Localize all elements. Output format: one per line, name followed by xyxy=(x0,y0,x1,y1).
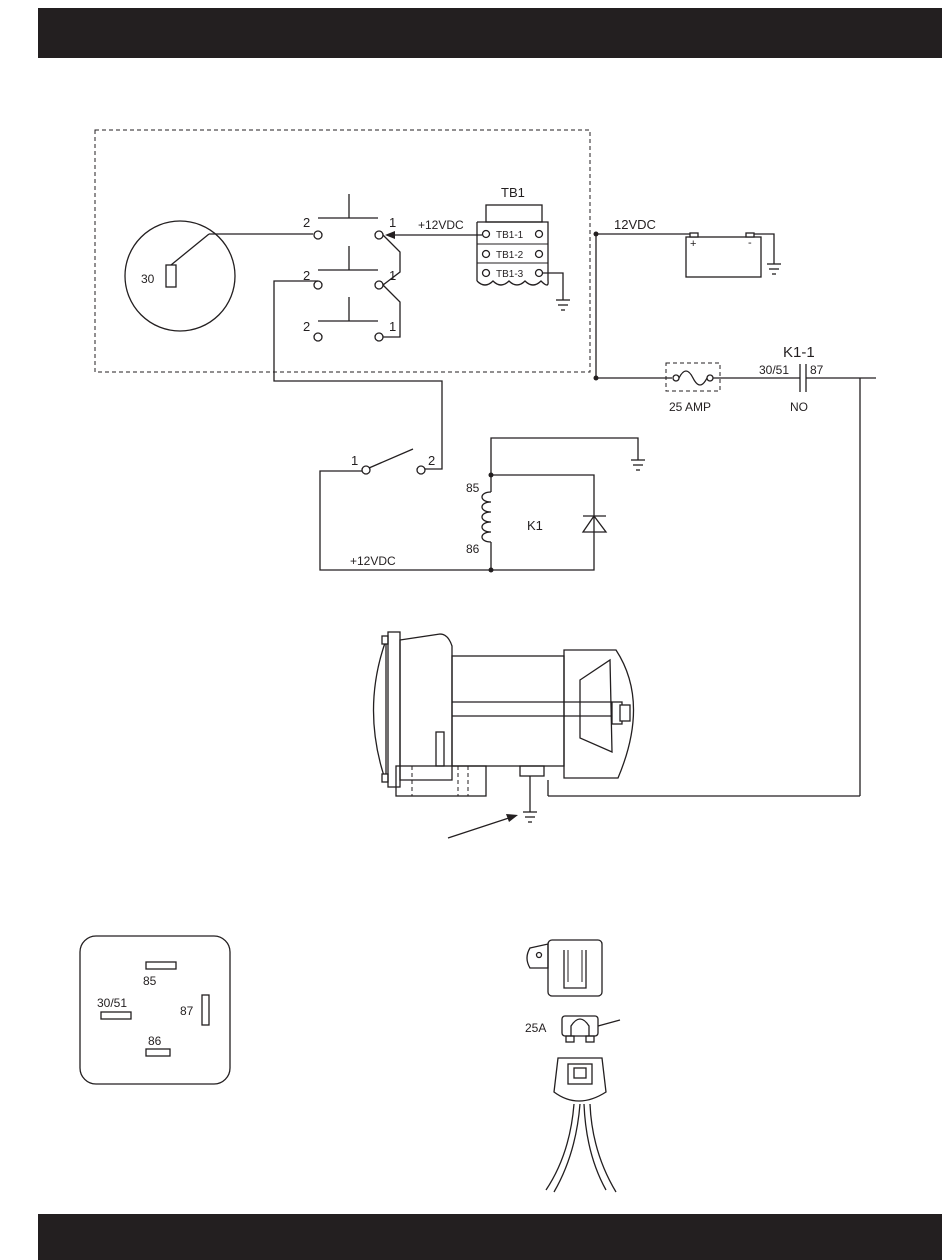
fuse-holder-illustration: 25A xyxy=(525,940,620,1192)
pinout-30-51: 30/51 xyxy=(97,996,127,1010)
fuse-holder-label: 25A xyxy=(525,1021,546,1035)
ground-symbol-tb1 xyxy=(556,300,570,310)
toggle-terminal-2: 2 xyxy=(428,453,435,468)
terminal-tb1-3: TB1-3 xyxy=(496,269,524,280)
battery-plus: + xyxy=(690,238,696,250)
terminal-1-upper: 1 xyxy=(389,215,396,230)
switch-to-relay-wire xyxy=(274,281,442,469)
fuse-label: 25 AMP xyxy=(669,400,711,414)
terminal-1-lower: 1 xyxy=(389,319,396,334)
selector-switch: 2 1 2 1 2 1 xyxy=(303,194,400,341)
toggle-switch: 1 2 xyxy=(351,449,435,474)
footer-bar xyxy=(38,1214,942,1260)
ground-symbol-horn xyxy=(523,812,537,822)
battery-voltage-label: 12VDC xyxy=(614,217,656,232)
battery: + - xyxy=(686,233,761,277)
ground-symbol-relay xyxy=(631,460,645,470)
relay-supply-label: +12VDC xyxy=(350,554,396,568)
pinout-85: 85 xyxy=(143,974,157,988)
relay-contact-title: K1-1 xyxy=(783,344,815,361)
relay-name: K1 xyxy=(527,518,543,533)
relay-coil-k1: 85 86 K1 xyxy=(466,438,638,573)
relay-contact-state: NO xyxy=(790,400,808,414)
terminal-2-lower: 2 xyxy=(303,319,310,334)
battery-ground-wire xyxy=(754,234,774,264)
switch-supply-label: +12VDC xyxy=(418,218,464,232)
terminal-2-upper: 2 xyxy=(303,215,310,230)
tb1-ground-wire xyxy=(543,273,563,300)
battery-minus: - xyxy=(748,237,752,249)
pinout-86: 86 xyxy=(148,1034,162,1048)
terminal-block-title: TB1 xyxy=(501,185,525,200)
gauge-label: 30 xyxy=(141,272,155,286)
gauge: 30 xyxy=(125,221,235,331)
relay-pin-30-51: 30/51 xyxy=(759,363,789,377)
horn-illustration xyxy=(374,632,634,812)
relay-pin-87: 87 xyxy=(810,363,824,377)
fuse-25-amp: 25 AMP xyxy=(666,363,720,414)
pointer-arrow xyxy=(448,814,518,838)
relay-pinout: 85 30/51 87 86 xyxy=(80,936,230,1084)
terminal-block-tb1: TB1 TB1-1 TB1-2 TB1-3 xyxy=(477,185,548,285)
terminal-tb1-1: TB1-1 xyxy=(496,230,524,241)
ground-symbol-battery xyxy=(767,264,781,274)
coil-pin-86: 86 xyxy=(466,542,480,556)
toggle-terminal-1: 1 xyxy=(351,453,358,468)
terminal-tb1-2: TB1-2 xyxy=(496,250,524,261)
coil-pin-85: 85 xyxy=(466,481,480,495)
relay-contact-k1-1: K1-1 30/51 87 NO xyxy=(759,344,824,414)
pinout-87: 87 xyxy=(180,1004,194,1018)
